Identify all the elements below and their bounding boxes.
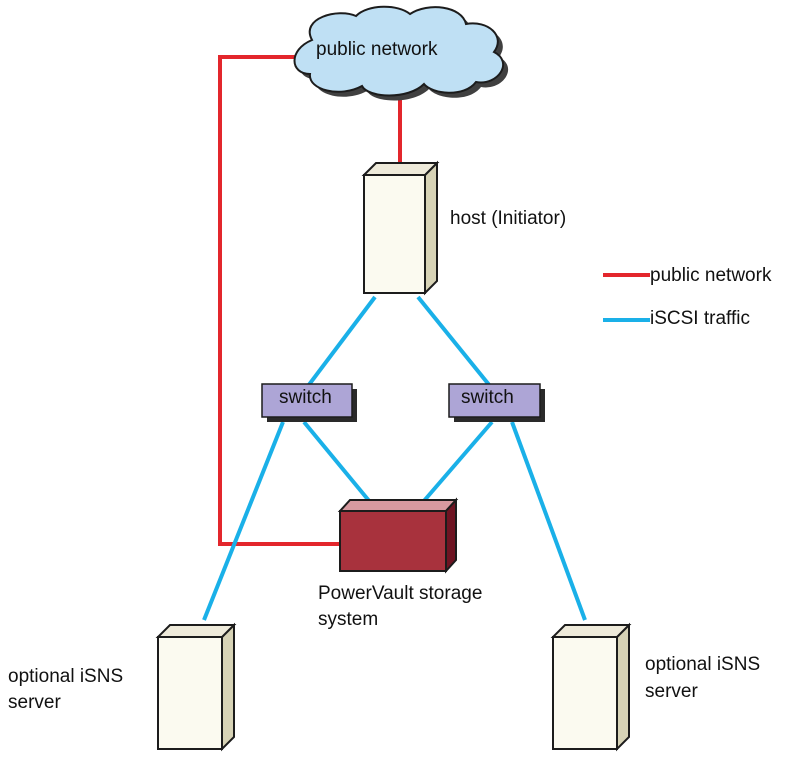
iscsi-right-switch-to-storage — [421, 420, 494, 504]
isns-right-side — [616, 622, 630, 752]
iscsi-left-switch-to-isns — [202, 421, 285, 621]
cloud-label: public network — [316, 39, 438, 60]
isns-left-label-line2: server — [8, 692, 61, 713]
isns-right-top — [550, 624, 632, 638]
isns-left-top — [155, 624, 237, 638]
legend-public-label: public network — [650, 265, 772, 286]
switch-left: switch — [261, 383, 357, 422]
switch-right-body — [448, 383, 541, 418]
isns-left-front — [157, 636, 223, 750]
isns-right-label-line2: server — [645, 681, 698, 702]
host-server — [361, 160, 440, 296]
isns-right-label-line1: optional iSNS — [645, 654, 760, 675]
host-label: host (Initiator) — [450, 208, 566, 229]
isns-left-side — [221, 622, 235, 752]
iscsi-host-to-left-switch — [306, 295, 377, 388]
isns-server-right — [550, 622, 632, 752]
storage-side — [445, 497, 457, 574]
isns-left-label-line1: optional iSNS — [8, 666, 123, 687]
storage-label-line2: system — [318, 609, 378, 630]
storage-front — [339, 510, 447, 572]
cloud-shape — [293, 5, 505, 97]
switch-right-label: switch — [461, 387, 514, 408]
switch-left-body — [261, 383, 353, 418]
iscsi-host-to-right-switch — [416, 295, 492, 388]
host-server-top — [361, 162, 440, 176]
powervault-storage — [337, 497, 459, 574]
storage-label-line1: PowerVault storage — [318, 583, 482, 604]
host-server-front — [363, 174, 426, 294]
switch-right: switch — [448, 383, 545, 422]
iscsi-links — [202, 295, 587, 621]
legend-iscsi-label: iSCSI traffic — [650, 308, 750, 329]
iscsi-right-switch-to-isns — [510, 421, 587, 621]
isns-right-front — [552, 636, 618, 750]
switch-left-label: switch — [279, 387, 332, 408]
host-server-side — [424, 160, 438, 296]
isns-server-left — [155, 622, 237, 752]
legend: public network iSCSI traffic — [603, 265, 772, 329]
public-network-cloud: public network — [293, 5, 509, 101]
storage-top — [337, 499, 459, 512]
iscsi-left-switch-to-storage — [302, 420, 372, 504]
public-link-cloud-to-storage — [218, 55, 340, 546]
